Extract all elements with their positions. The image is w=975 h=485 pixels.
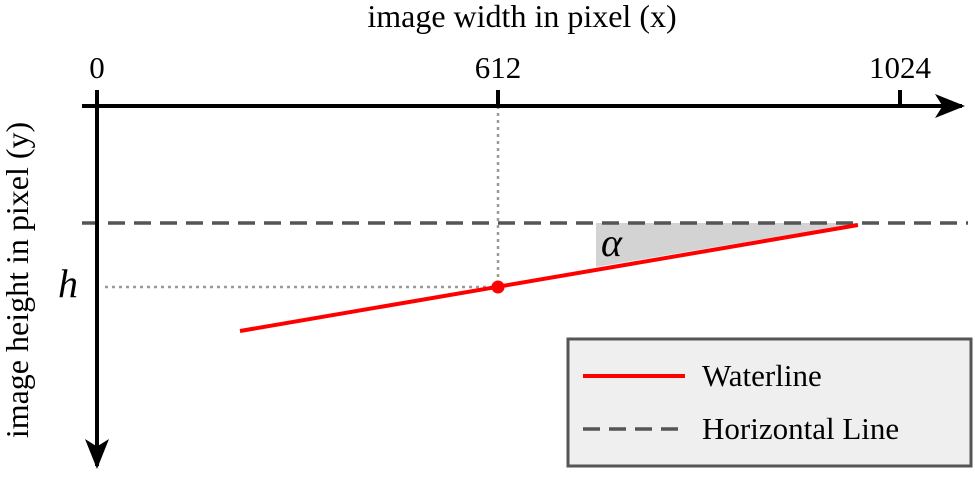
x-axis-label: image width in pixel (x) bbox=[367, 0, 676, 34]
legend: Waterline Horizontal Line bbox=[566, 337, 973, 468]
x-tick-label-0: 0 bbox=[89, 50, 105, 85]
legend-label-horizontal-line: Horizontal Line bbox=[702, 411, 899, 446]
x-tick-label-1024: 1024 bbox=[869, 50, 932, 85]
x-tick-label-612: 612 bbox=[475, 50, 522, 85]
legend-box bbox=[566, 337, 973, 468]
angle-wedge bbox=[596, 223, 858, 267]
y-axis-label: image height in pixel (y) bbox=[0, 122, 35, 438]
waterline-point bbox=[491, 280, 505, 294]
h-symbol: h bbox=[58, 261, 78, 306]
alpha-symbol: α bbox=[601, 220, 623, 265]
waterline bbox=[239, 223, 859, 333]
legend-label-waterline: Waterline bbox=[702, 358, 822, 393]
